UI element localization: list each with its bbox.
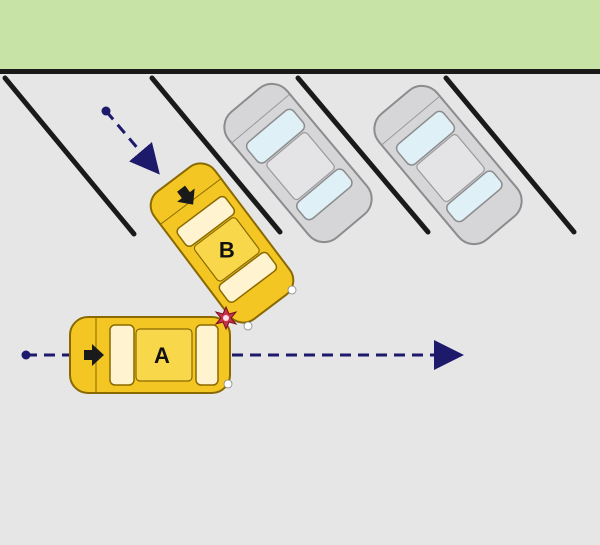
car-b-label: B	[219, 237, 235, 262]
car-b-path	[101, 106, 160, 175]
parking-line	[443, 75, 577, 235]
parking-line	[295, 75, 431, 235]
parked-car	[223, 82, 373, 244]
car-a-label: A	[154, 343, 170, 368]
grass-strip	[0, 0, 600, 72]
parked-car	[373, 84, 523, 246]
arrow-down-icon	[177, 185, 195, 205]
parking-line	[2, 75, 137, 237]
car-a-path	[21, 340, 464, 370]
parking-line	[149, 75, 283, 235]
headlight-glints	[223, 285, 297, 389]
parking-lines	[2, 75, 577, 237]
car-a: A	[69, 316, 231, 394]
impact-star-icon	[214, 305, 238, 331]
arrow-right-icon	[84, 344, 104, 366]
curb-line	[0, 69, 600, 74]
car-b: B	[149, 162, 295, 324]
